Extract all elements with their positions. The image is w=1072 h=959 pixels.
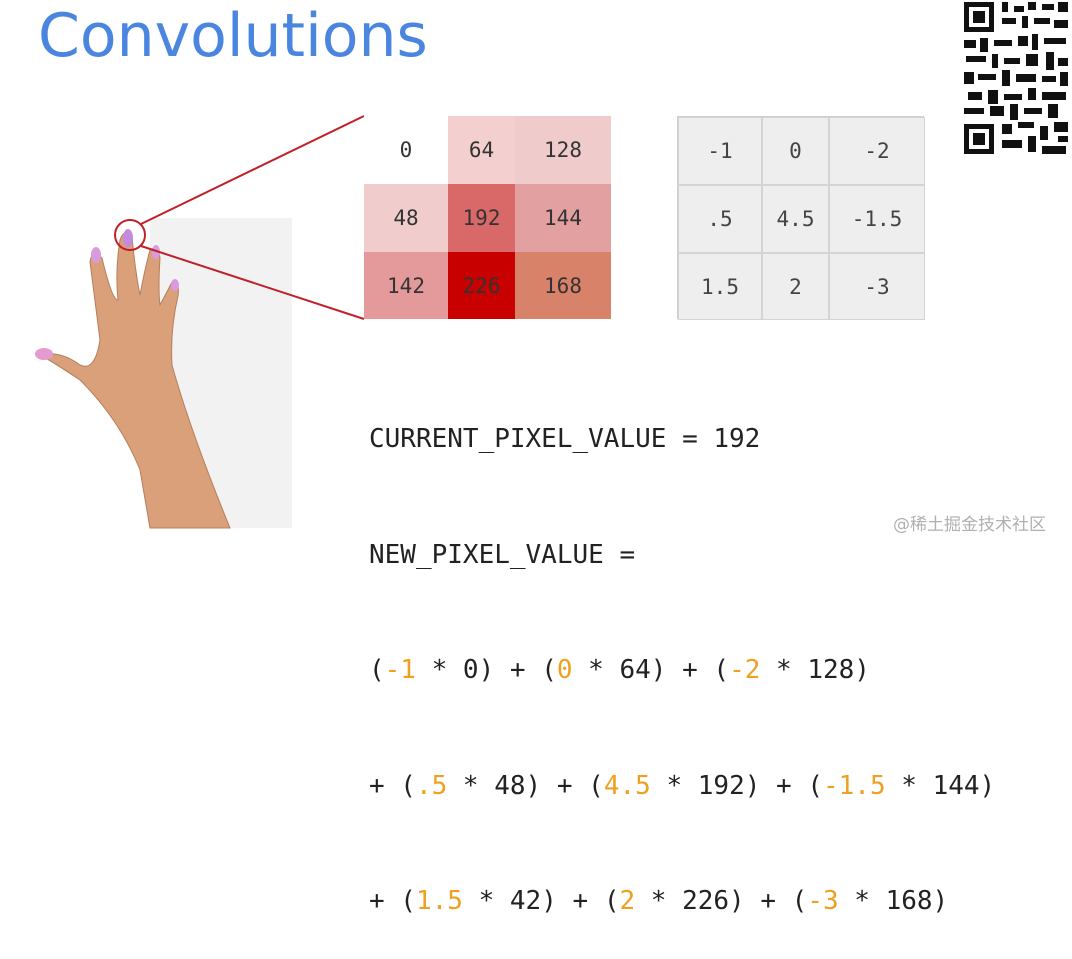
filter-cell: 1.5 — [678, 253, 762, 320]
filter-cell: -3 — [829, 253, 925, 320]
pixel-cell: 142 — [364, 252, 448, 319]
filter-coefficient: 1.5 — [415, 886, 463, 916]
formula-line-row1: (-1 * 0) + (0 * 64) + (-2 * 128) — [369, 651, 995, 690]
filter-cell: -1.5 — [829, 185, 925, 253]
filter-coefficient: 4.5 — [603, 770, 651, 801]
formula-text: ( — [369, 655, 385, 685]
pixel-cell: 168 — [515, 252, 611, 319]
pixel-cell: 226 — [448, 252, 515, 319]
filter-coefficient: 0 — [556, 655, 573, 685]
filter-coefficient: -1 — [384, 655, 416, 685]
formula-text: * 128) — [760, 655, 870, 685]
filter-coefficient: 2 — [619, 886, 636, 916]
formula-text: * 48) + ( — [447, 770, 604, 801]
convolution-formula: CURRENT_PIXEL_VALUE = 192 NEW_PIXEL_VALU… — [369, 343, 995, 959]
pixel-value-grid: 0 64 128 48 192 144 142 226 168 — [364, 116, 611, 319]
pixel-cell: 48 — [364, 184, 448, 252]
formula-text: * 0) + ( — [415, 655, 557, 685]
formula-text: + ( — [369, 886, 416, 916]
filter-coefficient: .5 — [415, 770, 448, 801]
pixel-cell: 64 — [448, 116, 515, 184]
formula-line-row2: + (.5 * 48) + (4.5 * 192) + (-1.5 * 144) — [369, 767, 995, 806]
watermark: @稀土掘金技术社区 — [893, 515, 1046, 535]
filter-cell: 0 — [762, 117, 829, 185]
slide-title: Convolutions — [38, 1, 428, 71]
formula-line-new: NEW_PIXEL_VALUE = — [369, 539, 636, 570]
formula-text: * 144) — [885, 770, 996, 801]
formula-text: * 192) + ( — [650, 770, 823, 801]
filter-coefficient: -3 — [807, 886, 839, 916]
filter-cell: -1 — [678, 117, 762, 185]
pixel-cell: 144 — [515, 184, 611, 252]
formula-text: + ( — [369, 770, 416, 801]
qr-code-icon — [962, 0, 1072, 160]
filter-cell: 2 — [762, 253, 829, 320]
formula-line-row3: + (1.5 * 42) + (2 * 226) + (-3 * 168) — [369, 882, 995, 921]
formula-line-current: CURRENT_PIXEL_VALUE = 192 — [369, 424, 761, 454]
filter-coefficient: -2 — [729, 655, 761, 685]
formula-text: * 168) — [838, 886, 949, 916]
filter-cell: -2 — [829, 117, 925, 185]
filter-kernel-grid: -1 0 -2 .5 4.5 -1.5 1.5 2 -3 — [677, 116, 925, 320]
filter-cell: .5 — [678, 185, 762, 253]
formula-text: * 64) + ( — [572, 655, 730, 685]
formula-text: * 226) + ( — [635, 886, 808, 916]
filter-coefficient: -1.5 — [822, 770, 886, 801]
filter-cell: 4.5 — [762, 185, 829, 253]
pixel-cell: 128 — [515, 116, 611, 184]
pixel-cell: 192 — [448, 184, 515, 252]
pixel-cell: 0 — [364, 116, 448, 184]
formula-text: * 42) + ( — [462, 886, 620, 916]
hand-illustration — [35, 218, 292, 529]
